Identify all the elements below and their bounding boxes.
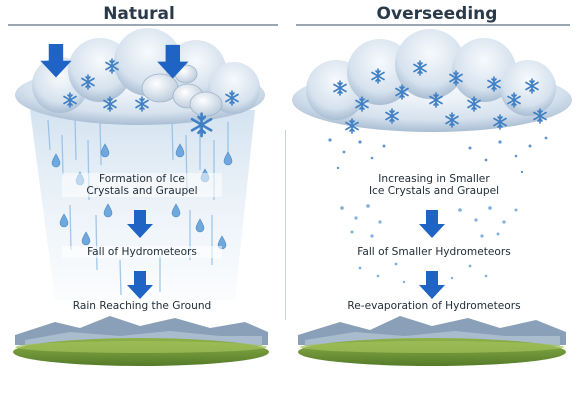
title-underline-right [296,24,570,26]
ground-left [13,316,269,366]
panel-divider [285,130,286,320]
arrow-down-icon-right-3 [419,271,445,299]
panel-title-overseeding: Overseeding [376,4,498,24]
step-label-natural-2: Fall of Hydrometeors [62,246,222,258]
graupel-icon-left [141,64,223,117]
cloud-icon-left [15,28,265,125]
step-label-overseeding-2: Fall of Smaller Hydrometeors [336,246,532,258]
step-label-natural-3: Rain Reaching the Ground [50,300,234,312]
ground-right [298,316,566,366]
panel-title-natural: Natural [103,4,175,24]
ice-crystals-right [328,136,548,174]
title-underline-left [8,24,278,26]
step-label-overseeding-3: Re-evaporation of Hydrometeors [330,300,538,312]
raindrops-right [340,204,518,284]
arrow-down-icon-right-2 [419,210,445,238]
